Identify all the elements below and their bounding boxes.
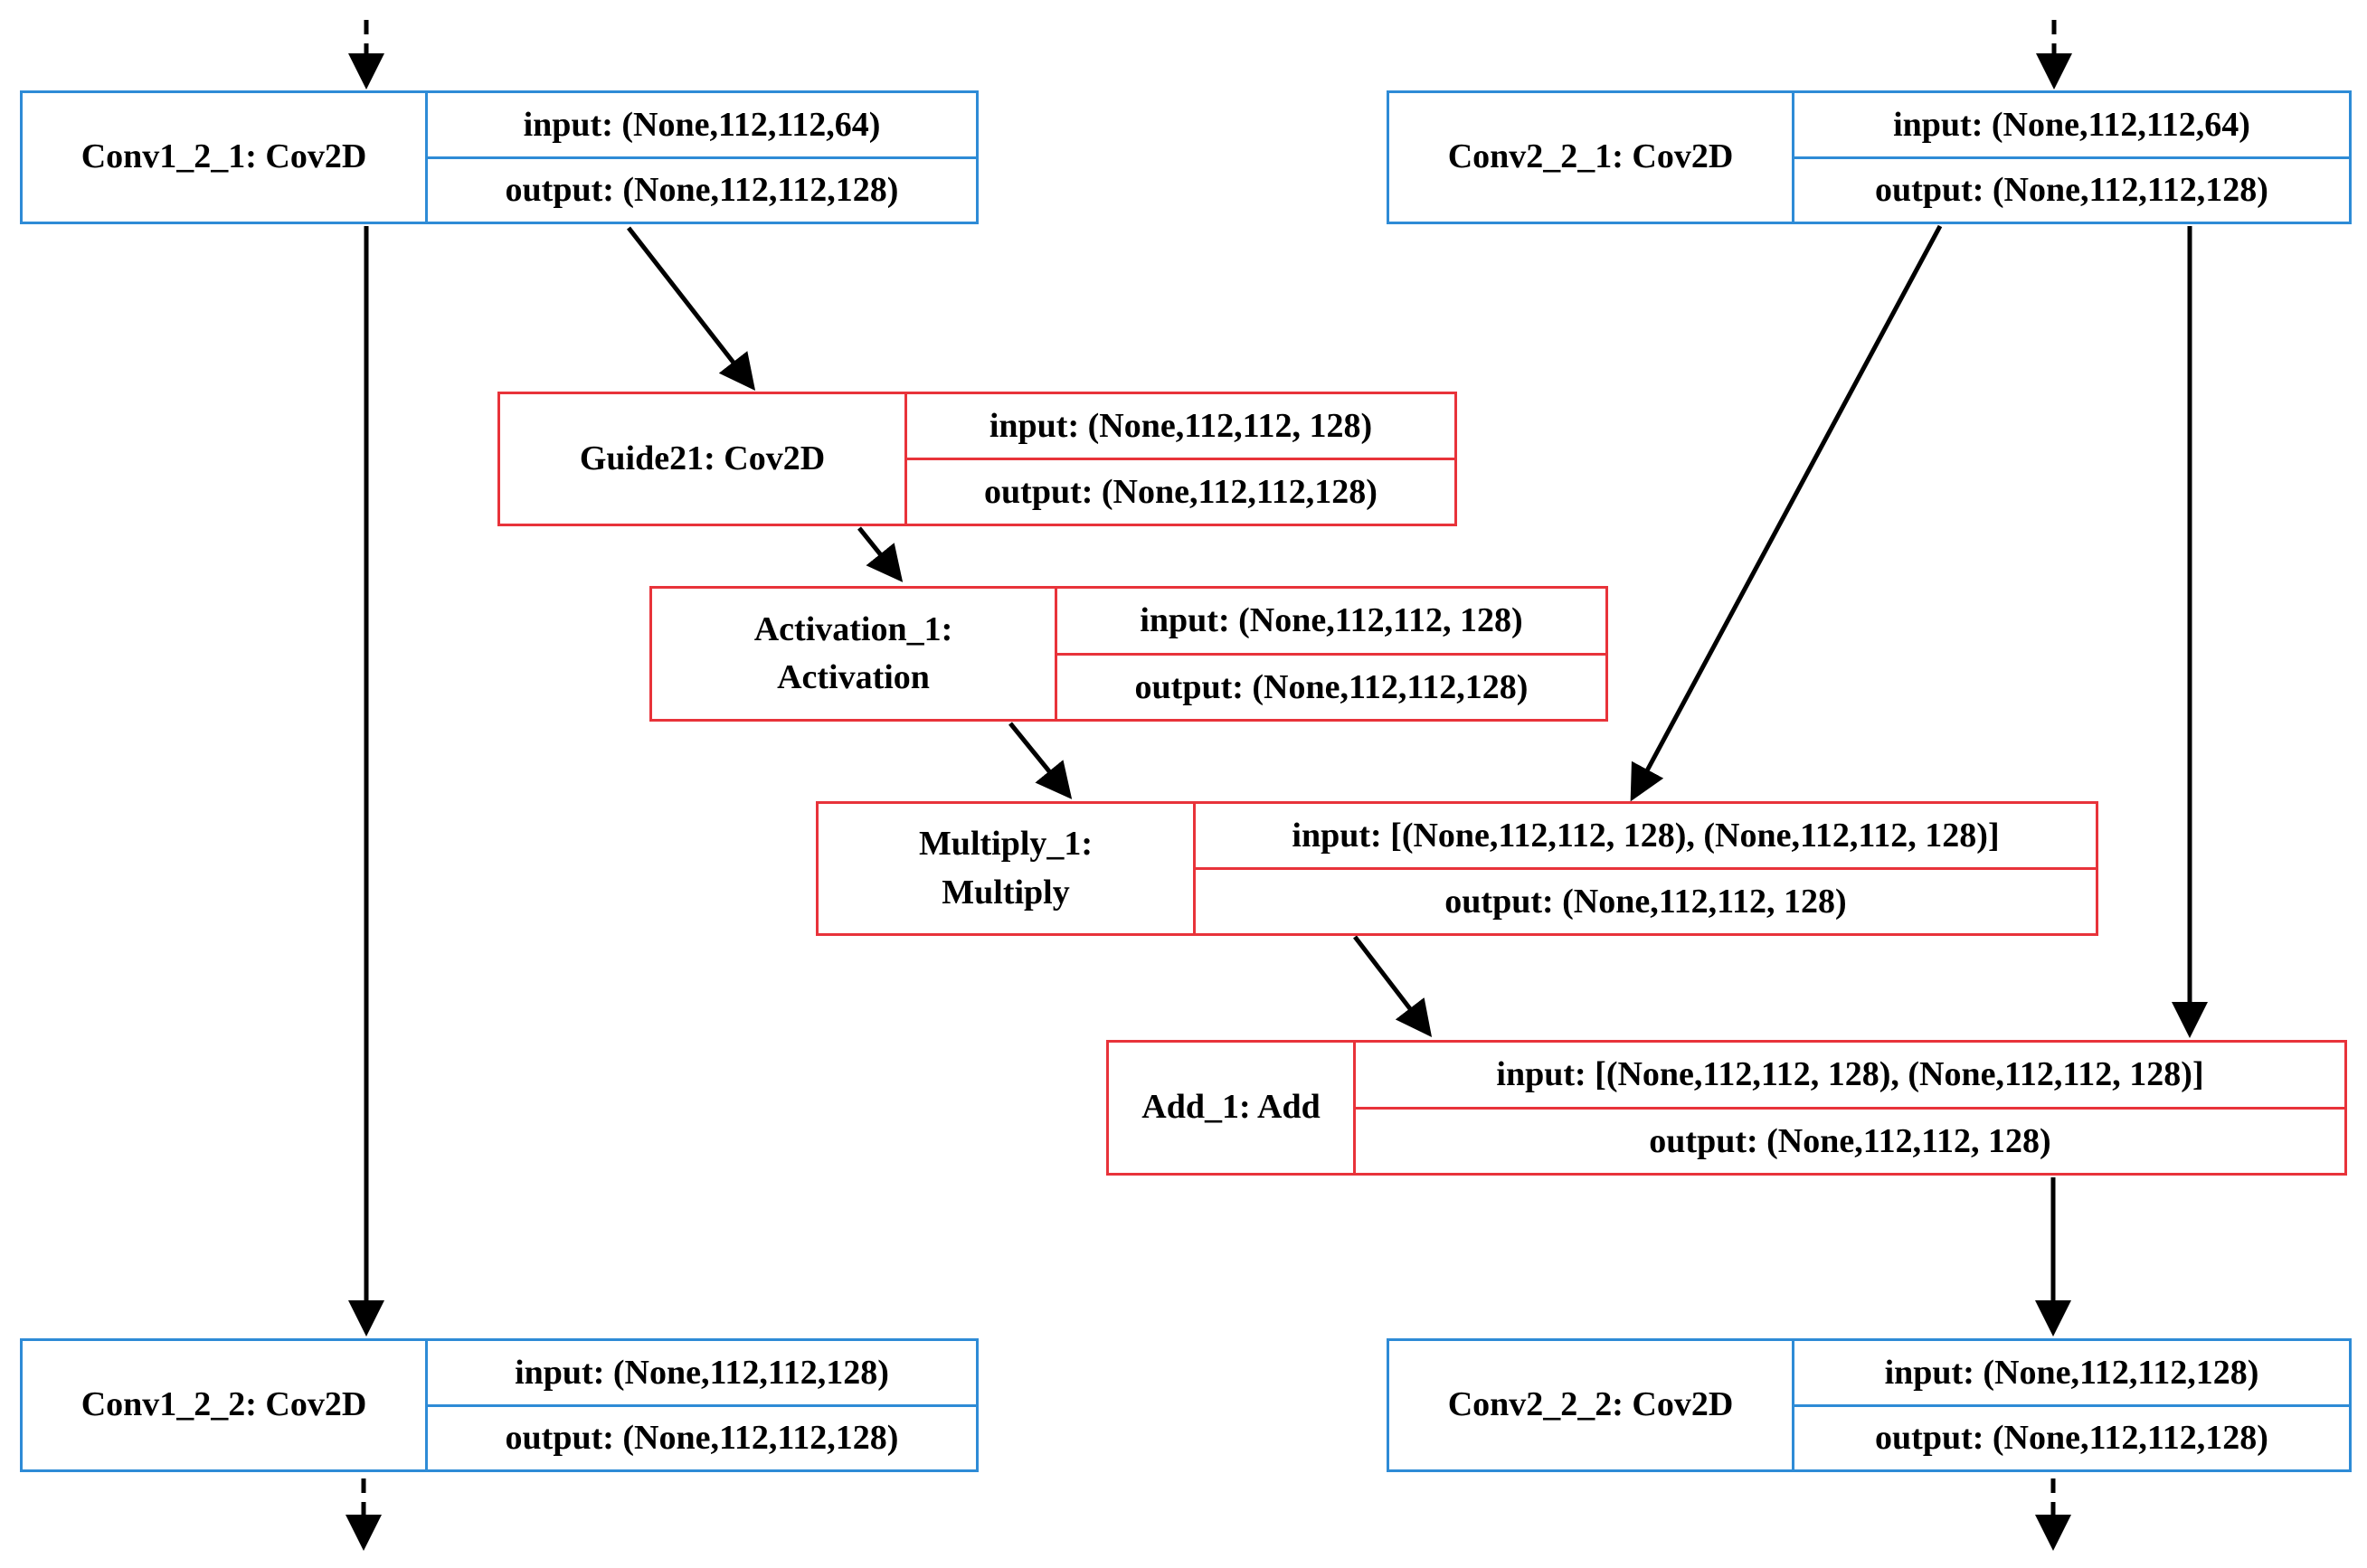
input-shape: input: [(None,112,112, 128), (None,112,1… xyxy=(1356,1043,2344,1110)
input-shape: input: (None,112,112,64) xyxy=(1794,93,2349,159)
output-shape: output: (None,112,112,128) xyxy=(505,171,899,210)
layer-ports: input: [(None,112,112, 128), (None,112,1… xyxy=(1356,1043,2344,1173)
input-shape: input: (None,112,112,128) xyxy=(428,1341,976,1407)
output-shape: output: (None,112,112,128) xyxy=(1134,667,1529,706)
edge-guide21-to-activation-1 xyxy=(857,526,904,582)
output-shape: output: (None,112,112, 128) xyxy=(1649,1121,2051,1160)
input-shape: input: (None,112,112,64) xyxy=(428,93,976,159)
output-shape: output: (None,112,112,128) xyxy=(984,473,1378,511)
layer-node-conv2-2-1: Conv2_2_1: Cov2D input: (None,112,112,64… xyxy=(1387,90,2352,224)
output-shape: output: (None,112,112,128) xyxy=(1875,171,2268,210)
output-shape: output: (None,112,112,128) xyxy=(1875,1419,2268,1458)
layer-name: Conv2_2_1: Cov2D xyxy=(1389,93,1794,222)
layer-ports: input: (None,112,112, 128) output: (None… xyxy=(907,394,1454,524)
layer-name: Add_1: Add xyxy=(1109,1043,1356,1173)
layer-name: Multiply_1: Multiply xyxy=(819,804,1196,933)
layer-name: Activation_1: Activation xyxy=(652,589,1057,719)
input-shape: input: (None,112,112, 128) xyxy=(1057,589,1605,656)
layer-node-multiply-1: Multiply_1: Multiply input: [(None,112,1… xyxy=(816,801,2098,936)
layer-node-activation-1: Activation_1: Activation input: (None,11… xyxy=(649,586,1608,722)
layer-ports: input: (None,112,112,64) output: (None,1… xyxy=(428,93,976,222)
edge-activation-1-to-multiply-1 xyxy=(1008,722,1073,799)
layer-ports: input: (None,112,112,64) output: (None,1… xyxy=(1794,93,2349,222)
input-shape: input: (None,112,112,128) xyxy=(1794,1341,2349,1407)
output-shape: output: (None,112,112,128) xyxy=(505,1419,899,1458)
input-shape: input: (None,112,112, 128) xyxy=(907,394,1454,460)
input-shape: input: [(None,112,112, 128), (None,112,1… xyxy=(1196,804,2096,870)
output-shape: output: (None,112,112, 128) xyxy=(1444,883,1847,921)
layer-node-guide21: Guide21: Cov2D input: (None,112,112, 128… xyxy=(497,392,1457,526)
layer-ports: input: (None,112,112,128) output: (None,… xyxy=(428,1341,976,1469)
edge-multiply-1-to-add-1 xyxy=(1353,935,1433,1037)
layer-name: Conv1_2_1: Cov2D xyxy=(23,93,428,222)
layer-ports: input: (None,112,112,128) output: (None,… xyxy=(1794,1341,2349,1469)
layer-name: Guide21: Cov2D xyxy=(500,394,907,524)
layer-name: Conv2_2_2: Cov2D xyxy=(1389,1341,1794,1469)
layer-node-add-1: Add_1: Add input: [(None,112,112, 128), … xyxy=(1106,1040,2347,1176)
edge-conv1-2-1-to-guide21 xyxy=(627,226,756,391)
layer-ports: input: (None,112,112, 128) output: (None… xyxy=(1057,589,1605,719)
layer-name: Conv1_2_2: Cov2D xyxy=(23,1341,428,1469)
layer-ports: input: [(None,112,112, 128), (None,112,1… xyxy=(1196,804,2096,933)
edge-conv2-2-1-to-multiply-1 xyxy=(1630,224,1943,802)
layer-node-conv2-2-2: Conv2_2_2: Cov2D input: (None,112,112,12… xyxy=(1387,1338,2352,1472)
layer-node-conv1-2-1: Conv1_2_1: Cov2D input: (None,112,112,64… xyxy=(20,90,979,224)
layer-node-conv1-2-2: Conv1_2_2: Cov2D input: (None,112,112,12… xyxy=(20,1338,979,1472)
